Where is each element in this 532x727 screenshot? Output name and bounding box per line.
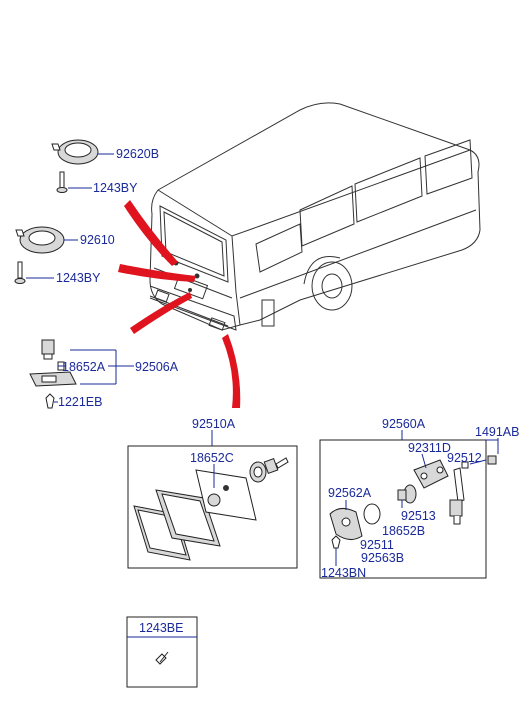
label-18652A: 18652A <box>62 360 106 374</box>
label-1491AB: 1491AB <box>475 425 519 439</box>
label-1243BY-a: 1243BY <box>93 181 138 195</box>
part-92610 <box>15 226 78 254</box>
label-1243BN: 1243BN <box>321 566 366 580</box>
label-18652B: 18652B <box>382 524 425 538</box>
label-92560A: 92560A <box>382 417 426 431</box>
box-1243BE <box>126 616 198 688</box>
screw-1243BY-a <box>56 171 92 193</box>
label-92610: 92610 <box>80 233 115 247</box>
bus-illustration <box>149 102 481 331</box>
label-92506A: 92506A <box>135 360 179 374</box>
label-92511: 92511 <box>360 538 394 552</box>
arrow-2 <box>118 264 196 282</box>
arrow-3 <box>130 292 192 334</box>
assembly-box-92510A <box>127 430 298 569</box>
label-92512: 92512 <box>447 451 482 465</box>
label-92562A: 92562A <box>328 486 372 500</box>
part-92620B <box>51 139 114 165</box>
screw-1243BY-b <box>14 261 54 284</box>
part-92506A <box>29 339 134 387</box>
label-92510A: 92510A <box>192 417 236 431</box>
label-92620B: 92620B <box>116 147 159 161</box>
location-arrows <box>118 200 241 408</box>
label-1243BY-b: 1243BY <box>56 271 101 285</box>
arrow-4 <box>222 334 241 408</box>
label-92513: 92513 <box>401 509 436 523</box>
part-labels: 92620B 1243BY 92610 1243BY 18652A 92506A… <box>56 147 519 635</box>
label-18652C: 18652C <box>190 451 234 465</box>
assembly-box-92560A <box>319 430 499 579</box>
label-1243BE: 1243BE <box>139 621 183 635</box>
label-1221EB: 1221EB <box>58 395 102 409</box>
label-92311D: 92311D <box>408 441 451 455</box>
arrow-1 <box>124 200 178 266</box>
screw-1221EB <box>45 393 58 409</box>
label-92563B: 92563B <box>361 551 404 565</box>
